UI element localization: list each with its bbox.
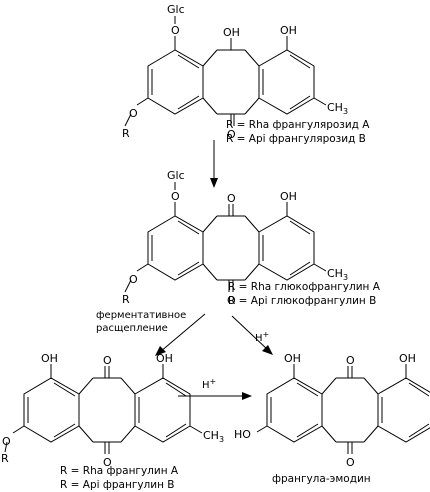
label-oh-right: OH	[156, 352, 173, 365]
label-o-left: O	[129, 107, 138, 120]
label-ch3: CH3	[327, 101, 348, 116]
molecule-frangula-emodin: OH O OH O CH3 HO	[234, 352, 430, 469]
caption-line-2: R = Api франгулин В	[60, 479, 175, 491]
label-ch3: CH3	[203, 429, 224, 444]
label-o-bottom: O	[103, 456, 112, 469]
label-oh-right: OH	[280, 190, 297, 203]
captions-frangulins: R = Rha франгулин А R = Api франгулин В	[60, 465, 179, 491]
label-r-left: R	[1, 452, 9, 465]
label-o-glc: O	[171, 190, 180, 203]
label-enzymatic-1: ферментативное	[96, 310, 186, 321]
caption-line-1: R = Rha глюкофрангулин А	[228, 281, 381, 293]
molecule-bonds	[4, 364, 203, 454]
captions-glucofrangulins: R = Rha глюкофрангулин А R = Api глюкофр…	[228, 281, 381, 307]
molecule-bonds	[124, 182, 327, 293]
arrow-enzymatic: ферментативное расщепление	[96, 310, 206, 356]
arrow-down	[210, 140, 218, 188]
label-enzymatic-2: расщепление	[96, 323, 168, 334]
label-o-bottom: O	[346, 456, 355, 469]
label-o-center: O	[346, 354, 355, 367]
label-o-bottom: O	[227, 128, 236, 141]
label-acid: H+	[255, 330, 269, 344]
label-o-left: O	[2, 435, 11, 448]
label-ch3: CH3	[327, 267, 348, 282]
label-glc: Glc	[167, 169, 185, 182]
molecule-frangulins: OH O OH O CH3 O R	[1, 352, 224, 469]
caption-line-1: R = Rha франгулярозид А	[226, 119, 370, 131]
label-glc: Glc	[167, 3, 185, 16]
caption-line-2: R = Api франгулярозид В	[226, 133, 366, 145]
captions-frangula-emodin: франгула-эмодин	[272, 473, 371, 485]
label-o-bottom: O	[227, 294, 236, 307]
label-ho-left: HO	[234, 428, 251, 441]
molecule-bonds	[124, 16, 327, 127]
caption-line-1: R = Rha франгулин А	[60, 465, 179, 477]
label-o-glc: O	[171, 24, 180, 37]
label-o-left: O	[129, 273, 138, 286]
caption-line-2: R = Api глюкофрангулин В	[228, 295, 376, 307]
arrow-acid-diagonal: H+	[231, 315, 273, 355]
label-oh-left: OH	[284, 352, 301, 365]
captions-frangularosides: R = Rha франгулярозид А R = Api франгуля…	[226, 119, 370, 145]
molecule-frangularosides: Glc O OH OH O CH3 O R	[122, 3, 348, 141]
label-r-left: R	[122, 127, 130, 140]
label-o-center: O	[103, 354, 112, 367]
label-oh-right: OH	[399, 352, 416, 365]
molecule-bonds	[256, 364, 430, 454]
label-o-center: O	[227, 192, 236, 205]
label-oh-center: OH	[223, 26, 240, 39]
label-acid: H+	[202, 377, 216, 391]
arrow-acid-horizontal: H+	[178, 377, 252, 400]
label-oh-left: OH	[41, 352, 58, 365]
caption-line-1: франгула-эмодин	[272, 473, 371, 485]
label-r-left: R	[122, 293, 130, 306]
label-oh-right: OH	[280, 24, 297, 37]
molecule-glucofrangulins: Glc O O OH O CH3 O R	[122, 169, 348, 307]
